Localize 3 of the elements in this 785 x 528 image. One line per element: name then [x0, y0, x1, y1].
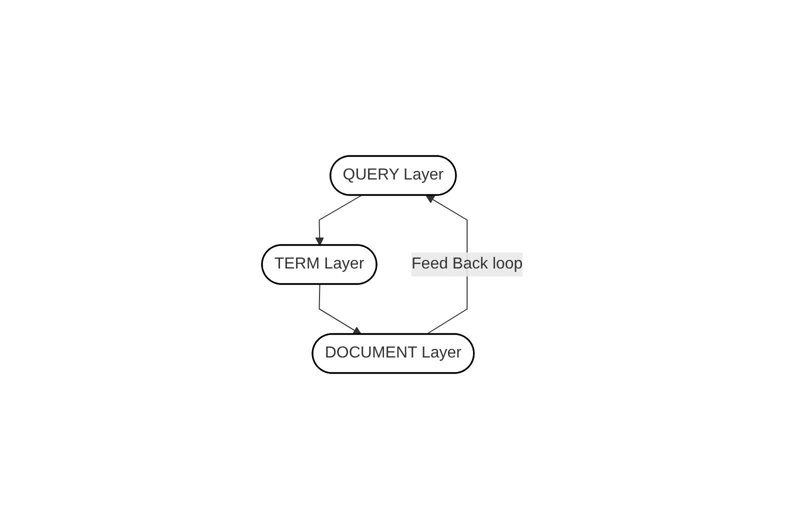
arrow — [315, 194, 362, 246]
edge-label: Feed Back loop — [412, 254, 523, 272]
arrow — [318, 284, 362, 334]
